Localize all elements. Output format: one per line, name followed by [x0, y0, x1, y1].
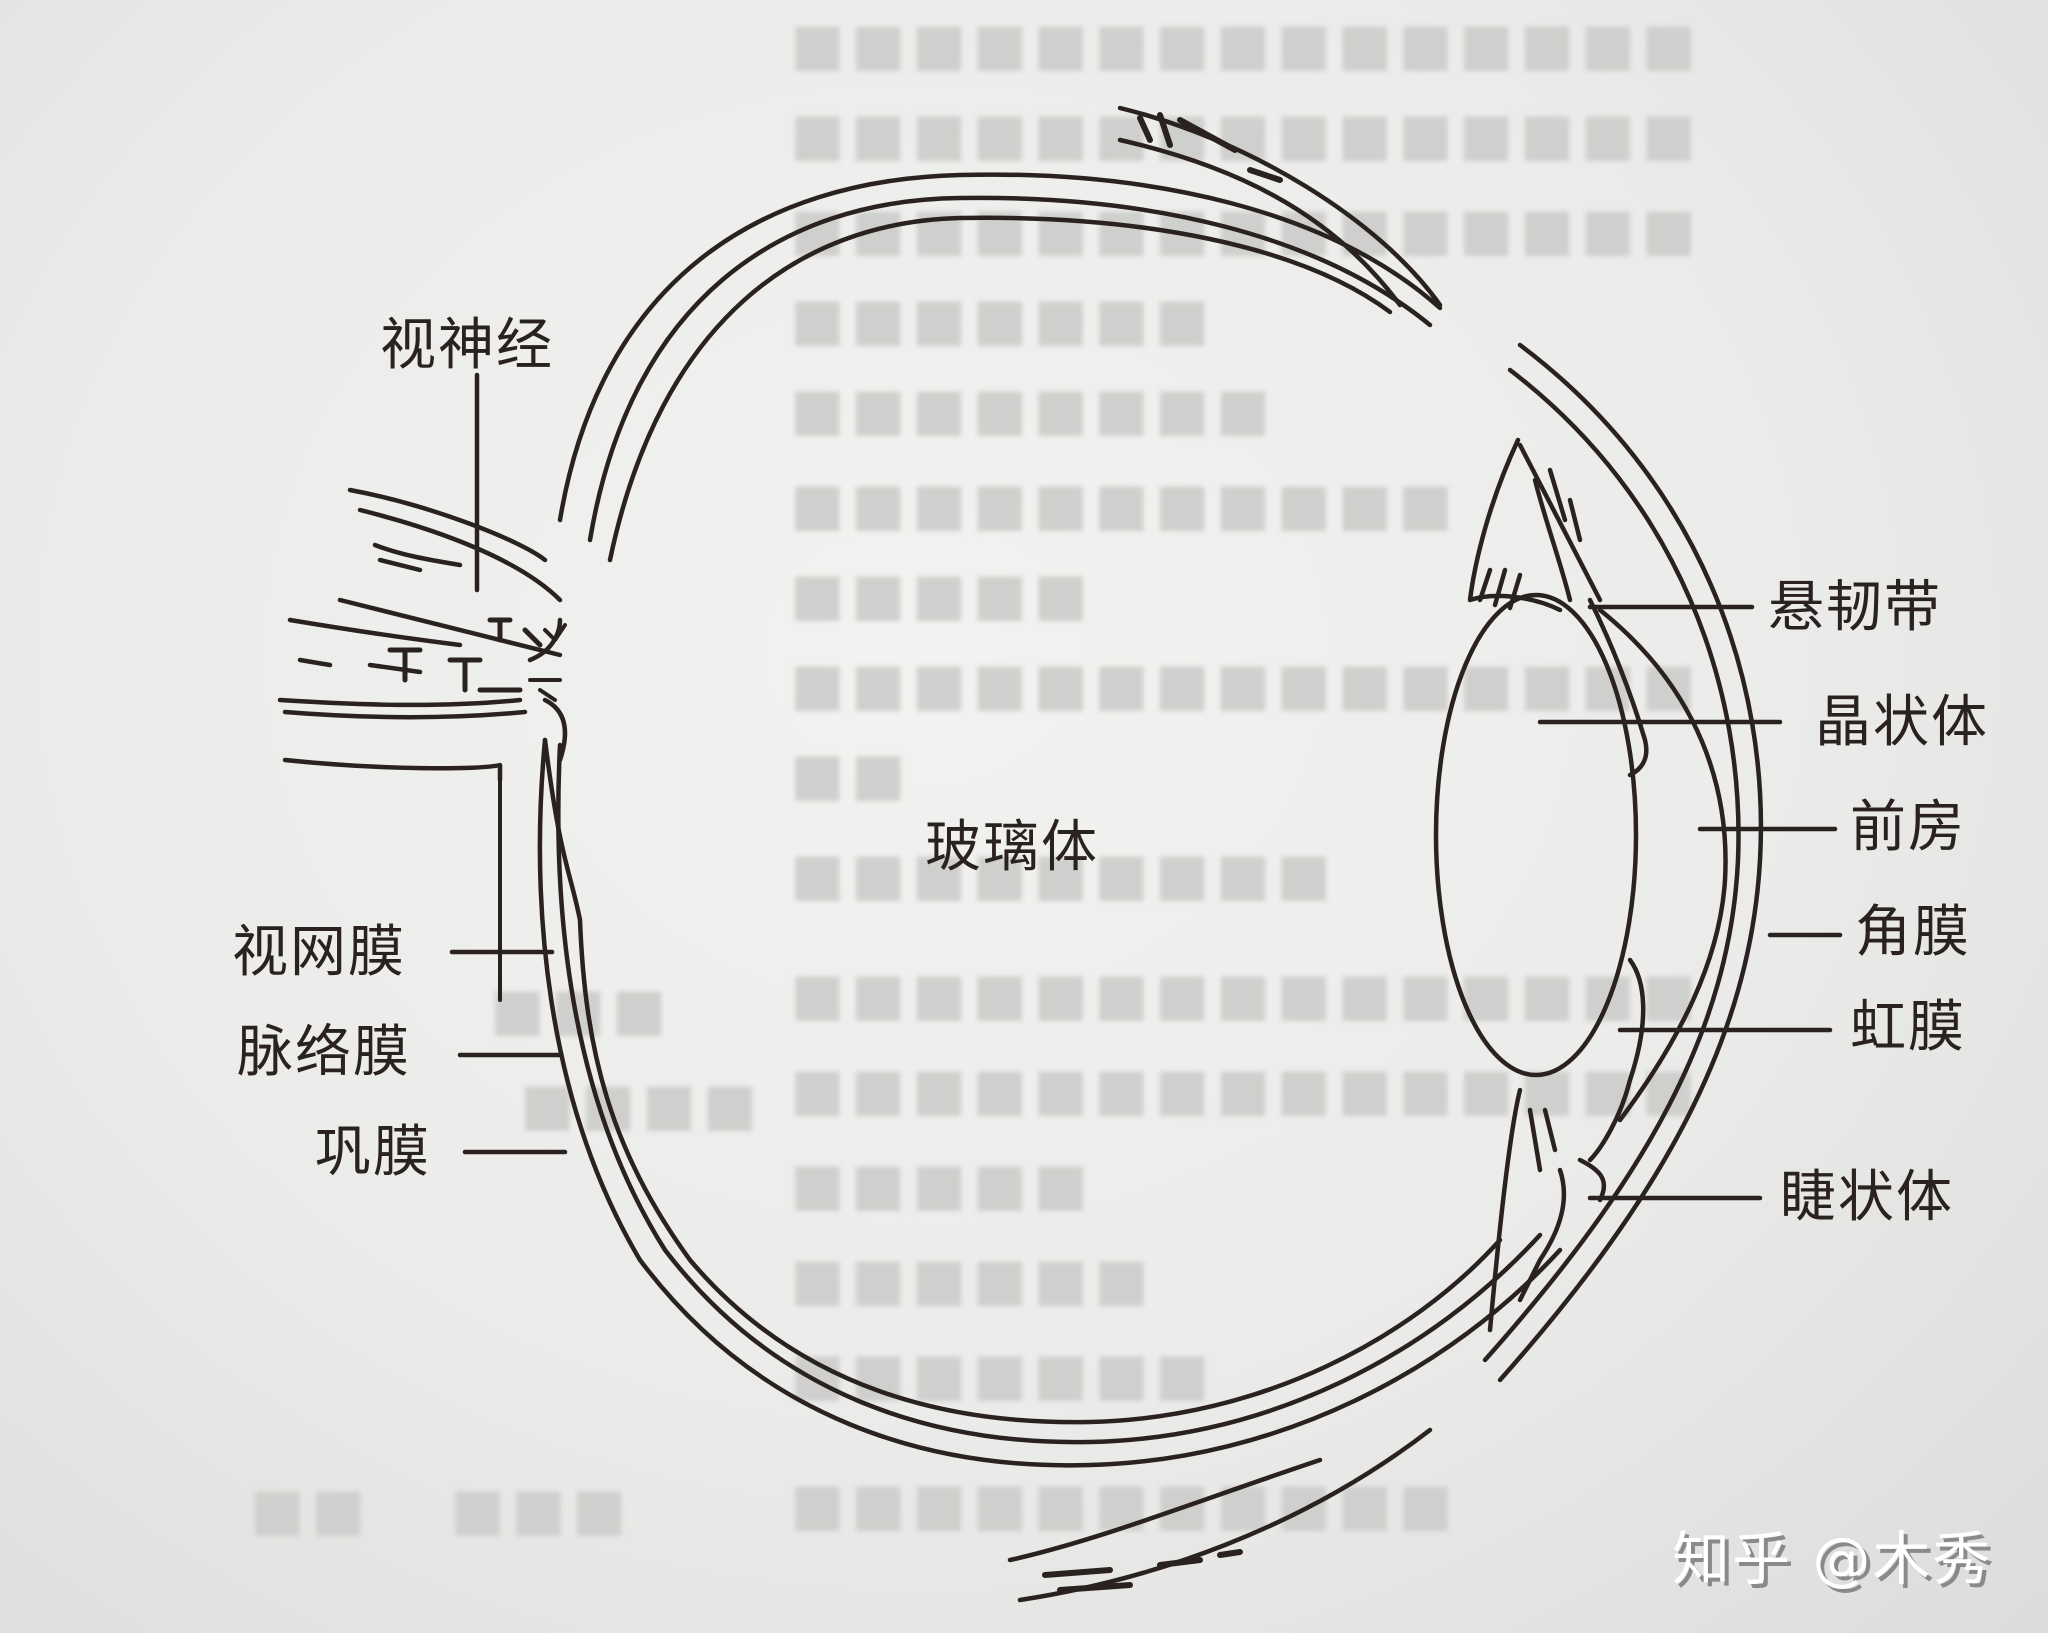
- label-optic-nerve: 视神经: [380, 313, 554, 378]
- bleed-through-text: ■■■■■■■: [790, 1340, 1216, 1408]
- lens-shape: [1433, 592, 1639, 1078]
- zhihu-watermark: 知乎 @木秀: [1672, 1525, 1993, 1593]
- bleed-through-text: ■■■■■■■■■■■■■■■: [790, 100, 1702, 168]
- sclera-outline: [537, 737, 1563, 1468]
- label-vitreous-body: 玻璃体: [925, 815, 1099, 880]
- bleed-through-text: ■■■■■: [790, 560, 1094, 628]
- ciliary-body-lower: [1487, 1087, 1523, 1333]
- eye-muscle-top: [1117, 105, 1443, 308]
- label-anterior-chamber: 前房: [1850, 795, 1966, 860]
- iris-lower: [1587, 957, 1646, 1163]
- label-sclera: 巩膜: [315, 1120, 431, 1185]
- bleed-through-text: ■■■■■■■■■■■■■■■: [790, 10, 1702, 78]
- label-lens: 晶状体: [1815, 690, 1989, 755]
- label-cornea: 角膜: [1855, 900, 1971, 965]
- label-ciliary-body: 睫状体: [1780, 1165, 1954, 1230]
- label-iris: 虹膜: [1850, 995, 1966, 1060]
- bleed-through-text: ■■: [790, 740, 912, 808]
- ciliary-body-upper: [1467, 437, 1563, 613]
- label-zonule: 悬韧带: [1768, 575, 1942, 640]
- bleed-through-text: ■■ ■■■: [250, 1475, 633, 1543]
- optic-nerve-sheath: [347, 487, 548, 563]
- bleed-through-text: ■■■■■■■■■■■■■■■: [790, 960, 1702, 1028]
- bleed-through-text: ■■■■■■■■■■■: [790, 470, 1459, 538]
- anterior-chamber-wall: [1597, 607, 1728, 1123]
- bleed-through-text: ■■■■■■■: [790, 285, 1216, 353]
- bleed-through-text: ■■■■■■: [790, 1245, 1155, 1313]
- eye-muscle-bottom: [1007, 1457, 1323, 1563]
- choroid-outline: [587, 195, 1433, 543]
- cornea-inner: [1482, 367, 1741, 1363]
- choroid-outline: [556, 742, 1543, 1445]
- bleed-through-text: ■■■■■■■■: [790, 375, 1277, 443]
- label-choroid: 脉络膜: [237, 1020, 411, 1085]
- eye-muscle-top: [1117, 137, 1403, 308]
- label-retina: 视网膜: [232, 920, 406, 985]
- optic-nerve-sheath: [357, 507, 563, 603]
- bleed-through-text: ■■■■: [520, 1070, 764, 1138]
- cornea-outer: [1497, 342, 1764, 1383]
- bleed-through-text: ■■■■■■■■■: [790, 840, 1338, 908]
- bleed-through-text: ■■■■■■■■■■■■■■■: [790, 650, 1702, 718]
- sclera-outline: [557, 172, 1443, 523]
- bleed-through-text: ■■■■■: [790, 1150, 1094, 1218]
- retina-outline: [542, 737, 1503, 1425]
- retina-outline: [607, 215, 1393, 563]
